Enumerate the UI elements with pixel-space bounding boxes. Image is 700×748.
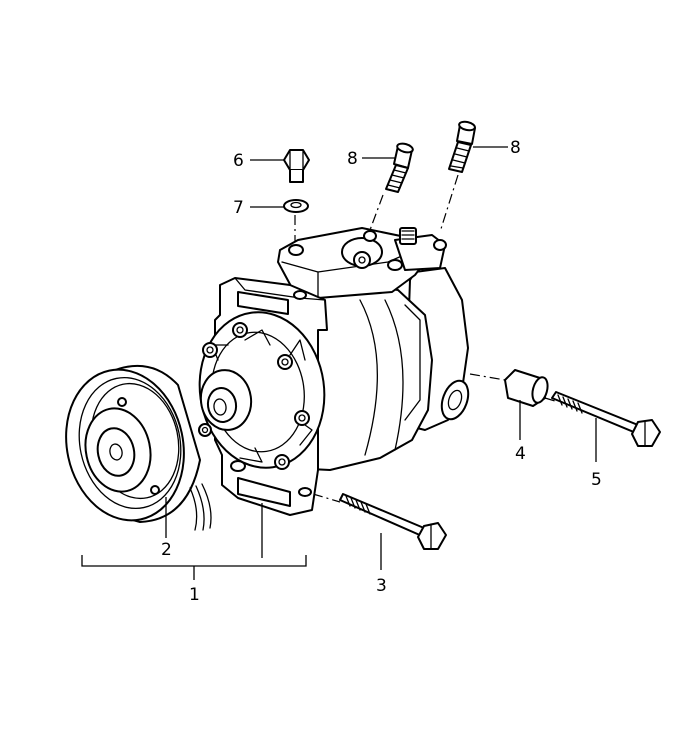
callout-5: 5 — [591, 470, 602, 490]
callout-6: 6 — [233, 151, 244, 171]
leader-lines — [81, 146, 597, 580]
long-bolt-3 — [339, 493, 447, 550]
bolt-8-right — [448, 120, 476, 173]
center-lines — [294, 174, 556, 503]
washer-7 — [283, 199, 309, 213]
callout-3: 3 — [376, 576, 387, 596]
callout-4: 4 — [515, 444, 526, 464]
callout-8-right: 8 — [510, 138, 521, 158]
bolt-8-left — [385, 142, 414, 193]
callout-1: 1 — [189, 585, 200, 605]
magnetic-clutch-pulley — [65, 364, 212, 531]
callout-2: 2 — [161, 540, 172, 560]
callout-7: 7 — [233, 198, 244, 218]
long-bolt-5 — [551, 391, 661, 447]
callout-8-left: 8 — [347, 149, 358, 169]
compressor-front-face — [198, 311, 326, 470]
bolt-6 — [283, 149, 310, 183]
spacer-bushing-4 — [504, 369, 549, 407]
callout-labels: 6 7 8 8 4 5 3 2 1 — [161, 138, 602, 605]
